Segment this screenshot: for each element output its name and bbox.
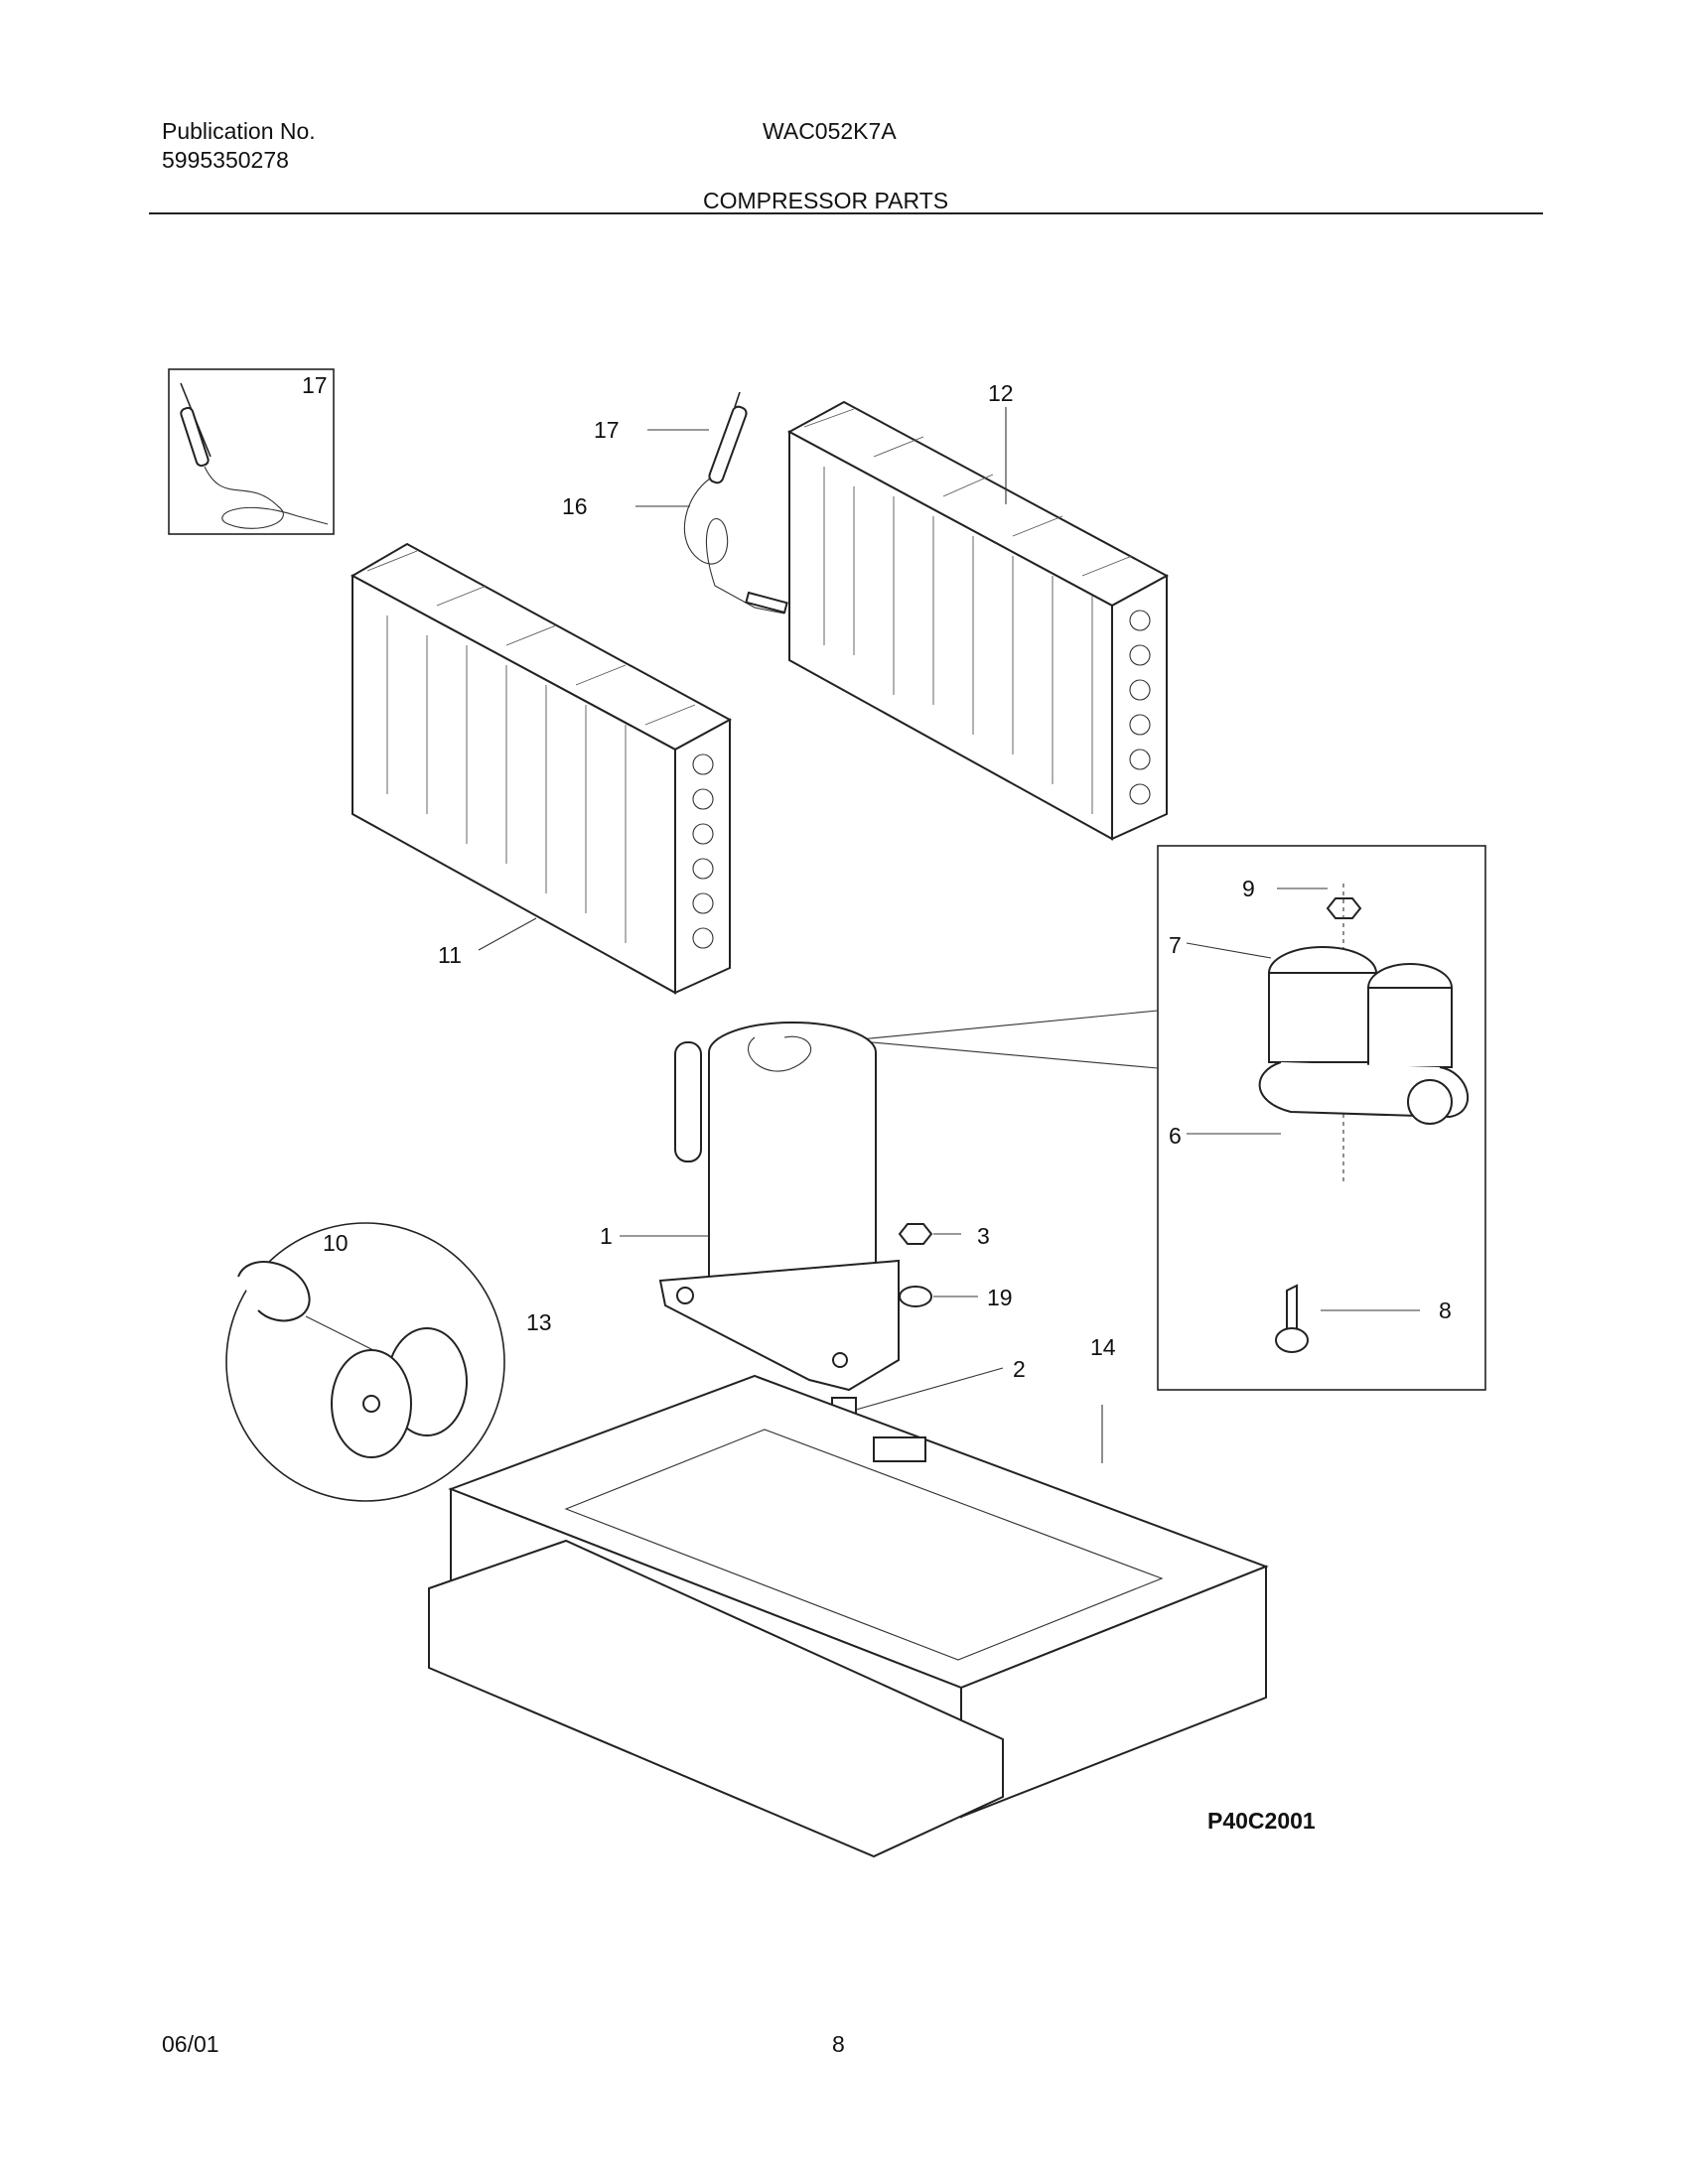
callout-1: 1 [600,1223,613,1249]
inset-overload-relay [849,845,1486,1391]
callout-17: 17 [594,417,620,443]
callout-3: 3 [977,1223,990,1249]
terminal-cover-clip-8 [1286,1284,1298,1330]
callout-10: 10 [323,1230,349,1256]
callout-2: 2 [1013,1356,1026,1382]
callout-9: 9 [1242,876,1255,901]
callout-19: 19 [987,1285,1013,1310]
capillary-tube-assembly [683,391,788,614]
callout-12: 12 [988,380,1014,406]
condenser-coil [786,400,1170,841]
callout-11: 11 [438,942,462,968]
callout-16: 16 [562,493,588,519]
callout-7: 7 [1169,932,1182,958]
header-rule [149,212,1543,214]
compressor [658,1022,900,1392]
section-title: COMPRESSOR PARTS [703,188,949,213]
base-pan [428,1374,1269,1858]
publication-number: 5995350278 [162,147,289,173]
callout-13: 13 [526,1309,552,1335]
callout-8: 8 [1439,1297,1452,1323]
leader-lines [478,407,1420,1463]
callout-17-inset: 17 [302,372,328,398]
inset-mounting-detail [225,1222,505,1502]
page-number: 8 [832,2031,845,2057]
footer-date: 06/01 [162,2031,219,2057]
callout-6: 6 [1169,1123,1182,1149]
model-number: WAC052K7A [763,118,897,144]
publication-label: Publication No. [162,118,316,144]
callout-14: 14 [1090,1334,1116,1360]
evaporator-coil [350,542,733,995]
figure-code: P40C2001 [1207,1808,1316,1834]
inset-capillary-tube [168,368,335,535]
